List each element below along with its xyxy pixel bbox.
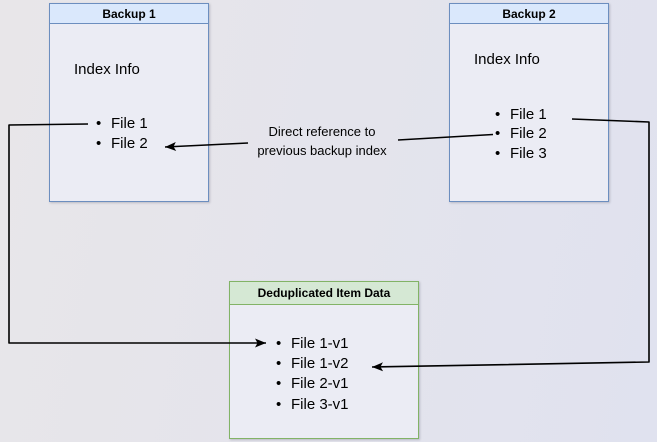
backup2-subtitle: Index Info [474,51,540,68]
list-item: File 3 [495,144,547,163]
backup2-node: Backup 2 Index Info File 1File 2File 3 [449,3,609,202]
backup1-node: Backup 1 Index Info File 1File 2 [49,3,209,202]
list-item: File 2-v1 [276,374,349,394]
edge-label-line1: Direct reference to [268,124,376,139]
dedup-node: Deduplicated Item Data File 1-v1File 1-v… [229,281,419,439]
list-item: File 1-v1 [276,334,349,354]
backup1-subtitle: Index Info [74,61,140,78]
dedup-title: Deduplicated Item Data [230,282,418,305]
list-item: File 1-v2 [276,354,349,374]
list-item: File 1 [495,105,547,124]
list-item: File 3-v1 [276,395,349,415]
backup2-title: Backup 2 [450,4,608,24]
backup2-file-list: File 1File 2File 3 [495,105,547,163]
dedup-file-list: File 1-v1File 1-v2File 2-v1File 3-v1 [276,334,349,415]
backup1-title: Backup 1 [50,4,208,24]
edge-label-line2: previous backup index [257,142,387,158]
list-item: File 2 [495,124,547,143]
edge-label-direct-reference: Direct reference to previous backup inde… [237,123,407,160]
list-item: File 1 [96,114,148,134]
backup1-file-list: File 1File 2 [96,114,148,153]
list-item: File 2 [96,134,148,154]
